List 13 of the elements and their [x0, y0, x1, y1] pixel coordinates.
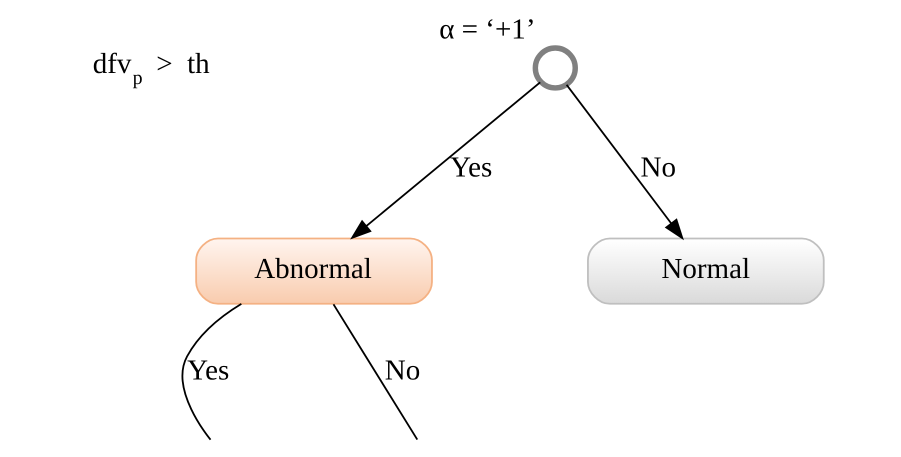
connector: [332, 304, 418, 440]
arrow: [565, 84, 684, 240]
node-label: α = ‘+1’: [438, 14, 535, 46]
edge-label: No: [640, 151, 676, 184]
node-box: Abnormal: [194, 238, 432, 305]
node-circle: [532, 45, 578, 91]
label: dfv$_{p}$ > th: [92, 48, 210, 90]
arrow: [350, 82, 540, 240]
edge-label: Yes: [450, 151, 492, 184]
node-box: Normal: [586, 238, 824, 305]
edge-label: Yes: [186, 354, 229, 387]
connector: [181, 303, 242, 440]
edge-label: No: [384, 354, 420, 387]
